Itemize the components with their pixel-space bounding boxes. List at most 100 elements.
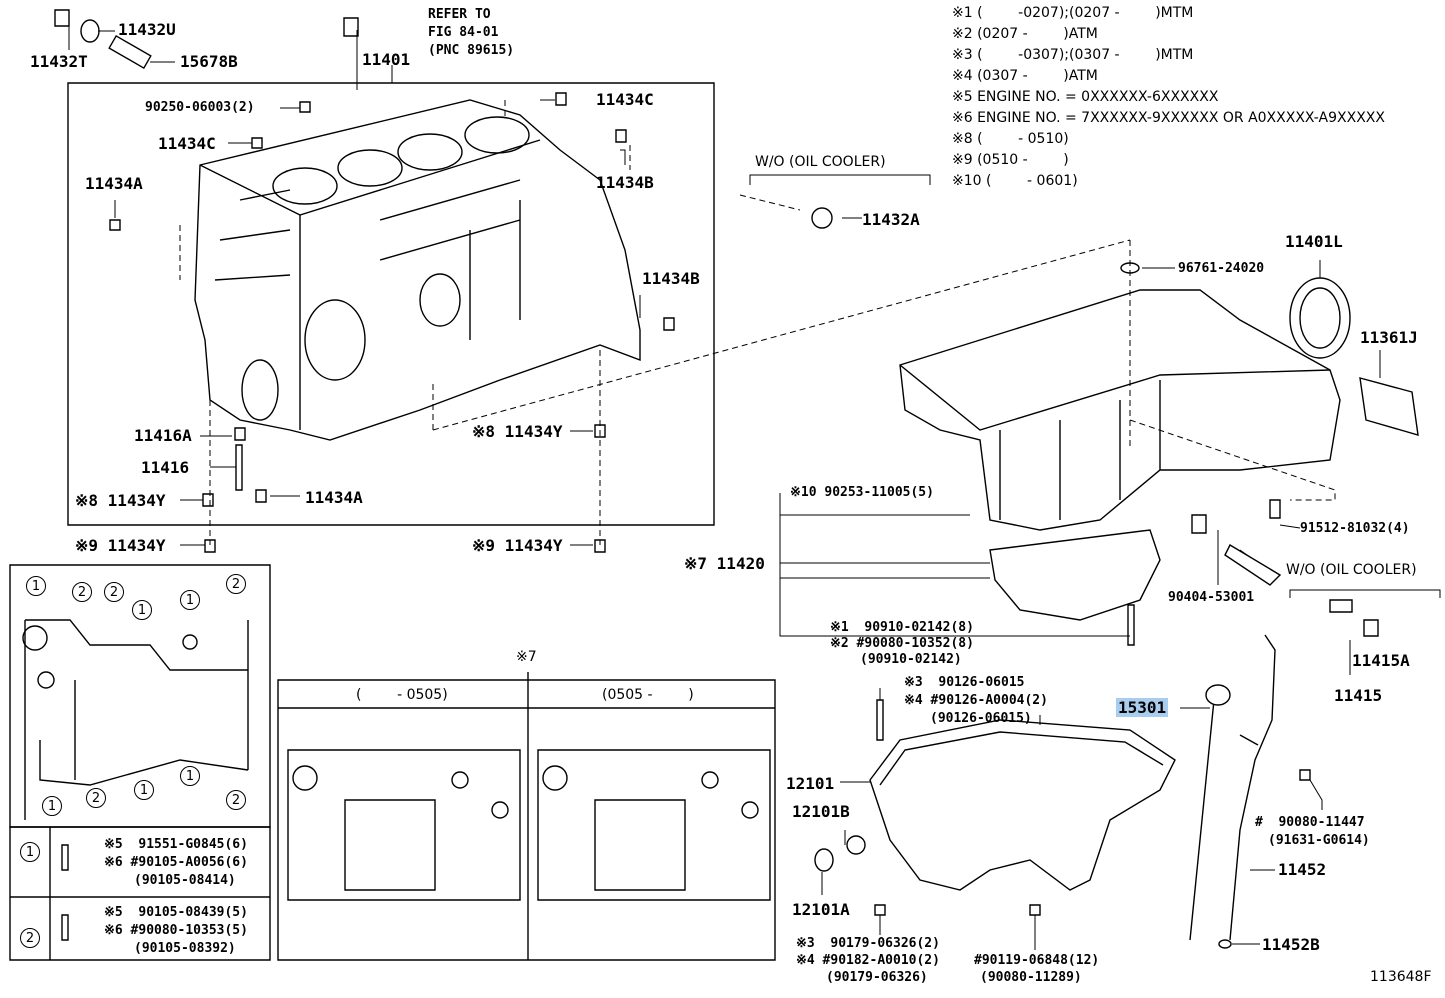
note: ※10 ( - 0601)	[952, 173, 1078, 189]
part-label[interactable]: 11401L	[1285, 232, 1343, 251]
part-label[interactable]: ※2 #90080-10352(8)	[830, 636, 974, 651]
notes-list: ※1 ( -0207);(0207 - )MTM ※2 (0207 - )ATM…	[952, 6, 1385, 195]
part-label[interactable]: 11416A	[134, 426, 192, 445]
part-label-highlighted[interactable]: 15301	[1116, 698, 1169, 717]
bolt-marker: 2	[72, 582, 92, 602]
legend-text[interactable]: ※5 91551-G0845(6)	[104, 837, 248, 852]
part-label[interactable]: ※8 11434Y	[472, 422, 563, 441]
part-label[interactable]: 11415A	[1352, 651, 1410, 670]
part-label: W/O (OIL COOLER)	[1286, 562, 1417, 578]
part-label[interactable]: 11401	[362, 50, 411, 69]
part-label[interactable]: 15301	[1116, 698, 1169, 717]
bolt-marker: 2	[226, 790, 246, 810]
cylinder-block-drawing	[195, 100, 640, 440]
part-label[interactable]: 96761-24020	[1178, 261, 1265, 276]
dashed-lines	[180, 100, 1335, 545]
diagram-id: 113648F	[1370, 969, 1432, 985]
part-label[interactable]: 11416	[141, 458, 190, 477]
part-label[interactable]: ※1 90910-02142(8)	[830, 620, 974, 635]
part-label[interactable]: 11434B	[596, 173, 654, 192]
bolt-marker: 1	[180, 766, 200, 786]
part-label[interactable]: #90119-06848(12)	[974, 953, 1100, 968]
arrow-pointer	[1225, 545, 1280, 585]
legend-num: 1	[20, 842, 40, 862]
part-label[interactable]: 15678B	[180, 52, 238, 71]
part-label: W/O (OIL COOLER)	[755, 154, 886, 170]
part-label[interactable]: 11432A	[862, 210, 920, 229]
bolt-marker: 1	[42, 796, 62, 816]
note: ※9 (0510 - )	[952, 152, 1069, 168]
part-label[interactable]: # 90080-11447	[1255, 815, 1365, 830]
part-label[interactable]: ※7 11420	[684, 554, 765, 573]
part-label[interactable]: 12101	[786, 774, 835, 793]
detail-7-col2: (0505 - )	[602, 687, 694, 703]
legend-text[interactable]: (90105-08414)	[134, 873, 236, 888]
part-label[interactable]: (91631-G0614)	[1268, 833, 1370, 848]
part-label[interactable]: 11434C	[596, 90, 654, 109]
part-label[interactable]: 11452B	[1262, 935, 1320, 954]
dipstick	[1190, 690, 1215, 940]
fittings	[55, 10, 1418, 948]
detail-7-drawings	[288, 750, 770, 900]
part-label[interactable]: (90179-06326)	[826, 970, 928, 985]
note: ※4 (0307 - )ATM	[952, 68, 1098, 84]
bolt-marker: 1	[180, 590, 200, 610]
legend-text[interactable]: ※6 #90105-A0056(6)	[104, 855, 248, 870]
pan-bolt-pattern	[23, 620, 248, 820]
dipstick-guide	[1230, 635, 1275, 940]
bolt-marker: 1	[26, 576, 46, 596]
part-label[interactable]: 11361J	[1360, 328, 1418, 347]
part-label[interactable]: ※8 11434Y	[75, 491, 166, 510]
note: ※5 ENGINE NO. = 0XXXXXX-6XXXXXX	[952, 89, 1219, 105]
part-label[interactable]: ※4 #90182-A0010(2)	[796, 953, 940, 968]
part-label[interactable]: ※10 90253-11005(5)	[790, 485, 934, 500]
bolt-marker: 2	[226, 574, 246, 594]
part-label[interactable]: 12101B	[792, 802, 850, 821]
note: ※1 ( -0207);(0207 - )MTM	[952, 5, 1194, 21]
detail-7-label: ※7	[516, 649, 537, 665]
part-label[interactable]: 11434B	[642, 269, 700, 288]
part-label[interactable]: 11434C	[158, 134, 216, 153]
part-label[interactable]: ※9 11434Y	[75, 536, 166, 555]
block-frame	[68, 83, 714, 525]
part-label[interactable]: 11415	[1334, 686, 1383, 705]
part-label[interactable]: ※4 #90126-A0004(2)	[904, 693, 1048, 708]
note: ※2 (0207 - )ATM	[952, 26, 1098, 42]
part-label[interactable]: (90910-02142)	[860, 652, 962, 667]
detail-7-frame	[278, 680, 775, 960]
bolt-marker: 2	[86, 788, 106, 808]
part-label[interactable]: ※9 11434Y	[472, 536, 563, 555]
part-label[interactable]: ※3 90126-06015	[904, 675, 1025, 690]
leader-lines	[69, 18, 1440, 950]
note: ※8 ( - 0510)	[952, 131, 1069, 147]
refer-line-2: FIG 84-01	[428, 25, 499, 40]
legend-frame	[10, 827, 270, 960]
part-label[interactable]: (90126-06015)	[930, 711, 1032, 726]
note: ※6 ENGINE NO. = 7XXXXXX-9XXXXXX OR A0XXX…	[952, 110, 1385, 126]
legend-text[interactable]: (90105-08392)	[134, 941, 236, 956]
legend-text[interactable]: ※6 #90080-10353(5)	[104, 923, 248, 938]
part-label[interactable]: 11434A	[85, 174, 143, 193]
note: ※3 ( -0307);(0307 - )MTM	[952, 47, 1194, 63]
refer-line-1: REFER TO	[428, 7, 491, 22]
part-label[interactable]: 11432U	[118, 20, 176, 39]
part-label[interactable]: 11432T	[30, 52, 88, 71]
part-label[interactable]: 12101A	[792, 900, 850, 919]
part-label[interactable]: 90250-06003(2)	[145, 100, 255, 115]
part-label[interactable]: 11434A	[305, 488, 363, 507]
detail-7-col1: ( - 0505)	[356, 687, 448, 703]
part-label[interactable]: ※3 90179-06326(2)	[796, 936, 940, 951]
part-label[interactable]: 11452	[1278, 860, 1327, 879]
part-label[interactable]: (90080-11289)	[980, 970, 1082, 985]
part-label[interactable]: 90404-53001	[1168, 590, 1255, 605]
bolt-marker: 1	[132, 600, 152, 620]
bolt-marker: 1	[134, 780, 154, 800]
oil-pan-drawing	[870, 720, 1175, 890]
legend-text[interactable]: ※5 90105-08439(5)	[104, 905, 248, 920]
refer-line-3: (PNC 89615)	[428, 43, 515, 58]
bolt-marker: 2	[104, 582, 124, 602]
crankcase-drawing	[900, 290, 1340, 620]
part-label[interactable]: 91512-81032(4)	[1300, 521, 1410, 536]
